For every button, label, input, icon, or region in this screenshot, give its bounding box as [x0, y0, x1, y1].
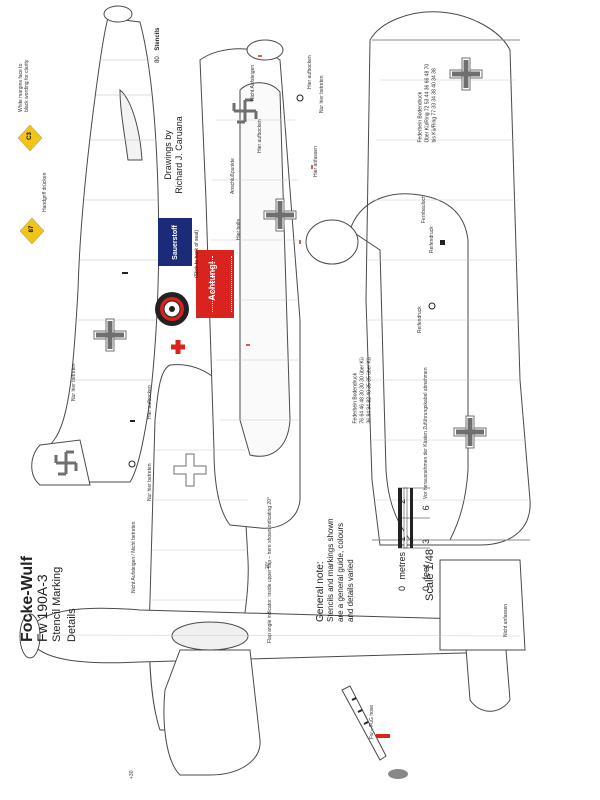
stencil-hier-aufbocken2: Hier aufbocken [257, 119, 263, 153]
title-block: Focke-Wulf Fw 190A-3 Stencil Marking Det… [19, 462, 84, 642]
note-line1: General note: [315, 561, 326, 622]
general-note: General note: Stencils and markings show… [315, 472, 370, 622]
mid-view-spinner [246, 39, 284, 61]
scale-m-0: 0 [397, 585, 407, 591]
fuel-diamond-c3 [17, 124, 43, 152]
federbein-table-2: Federbein Bodendruck Über Kü/Ring 72 53 … [418, 47, 439, 143]
scale-label: Scale 1/48 [424, 549, 436, 601]
credits-block: Drawings by Richard J. Caruana [163, 85, 193, 225]
side-view-fuselage [38, 17, 160, 483]
stencil-nur-hier-betreten3: Nur hier betreten [71, 363, 77, 401]
stencil-nicht-anfassen: Nicht anfassen [503, 603, 509, 637]
title-line1: Focke-Wulf [19, 556, 36, 642]
tail-marking-side [54, 450, 78, 476]
scale-m-2: 2 [397, 498, 407, 504]
tail-marking-mid [232, 98, 258, 124]
small-black-stencils [122, 94, 445, 468]
sauerstoff-text: Sauerstoff [171, 224, 179, 260]
stencil-nur-hier-betreten2: Nur hier betreten [147, 463, 153, 501]
wheel-roundel [155, 292, 189, 326]
balkenkreuz-markings [93, 57, 487, 487]
cross-top-wing-outline [173, 453, 207, 487]
prop-blade-detail [341, 685, 408, 779]
fb2-row2: bis Kü/Ring 77 33 34 38 40 34 38 [431, 68, 438, 143]
sauerstoff-placard: Sauerstoff [158, 218, 192, 266]
stencil-handgriff: Handgriff drücken [42, 172, 48, 212]
first-aid-cross [171, 340, 185, 354]
stencil-hier-aufbocken: Hier aufbocken [307, 55, 313, 89]
fb1-row2: 36 84 94 82 40 35 35 über Kü [366, 357, 373, 424]
stencil-anschlusspunkte: Anschlußpunkte [230, 158, 236, 194]
credits-line2: Richard J. Caruana [174, 116, 184, 194]
fb2-title: Federbein Bodendruck [417, 91, 424, 143]
stencil-nicht-aufsteigen-nicht-betreten: Nicht Aufsteigen / Nicht betreten [131, 521, 137, 593]
fuel-badge-c3: C3 [27, 132, 33, 140]
scale-unit-metres: metres [397, 551, 407, 580]
panel-lines [59, 79, 528, 637]
scale-bars [398, 487, 430, 549]
stencil-reifendruck2: Reifendruck [417, 306, 423, 333]
cross-mid [263, 198, 297, 232]
fb1-row1: 76 64 46 48 30 30 30 über Kü [359, 357, 366, 424]
fuel-triangles [17, 124, 45, 245]
note-line3: are a general guide, colours [336, 522, 345, 622]
under-view-wing [365, 11, 531, 546]
stick-to-seat-note: (Stick to back of seat) [194, 229, 200, 278]
fb1-title: Federbein Bodendruck [352, 372, 359, 424]
stencil-30-deg: +30 [129, 770, 135, 779]
scale-m-1: 1 [397, 536, 407, 542]
note-line4: and details varied [346, 559, 355, 622]
under-view-fuselage [349, 193, 469, 541]
credits-line1: Drawings by [163, 130, 173, 180]
stencil-20-deg: 20° [265, 561, 271, 569]
canopy-top [171, 621, 249, 651]
under-view-tailplane [439, 559, 526, 651]
spinner-top [19, 613, 41, 659]
title-line2: Fw 190A-3 [34, 574, 50, 642]
fuel-badge-87: 87 [29, 225, 35, 233]
stencil-nicht-aufsteigen: Nicht Aufsteigen [250, 64, 256, 101]
scale-metres-row: 0 metres 1 2 [397, 491, 407, 591]
note-line2: Stencils and markings shown [326, 518, 335, 622]
title-line3: Stencil Marking [51, 566, 63, 642]
under-view-cowl [305, 219, 359, 265]
cross-under-bottom [453, 415, 487, 449]
stencil-fernbauloch: Fernbauloch [421, 195, 427, 223]
fb2-row1: Über Kü/Ring 72 53 44 36 66 48 70 [424, 63, 431, 143]
top-view-wing-right [163, 649, 261, 776]
tail-markings [54, 98, 258, 476]
title-line4: Details [66, 608, 78, 642]
stencil-reifendruck: Reifendruck [429, 226, 435, 253]
fuel-diamond-87 [19, 217, 45, 245]
stencil-nur-hier-betreten: Nur hier betreten [319, 75, 325, 113]
red-stencil-marks [246, 55, 313, 346]
stencil-hier-aufbocken3: Hier aufbocken [147, 385, 153, 419]
scale-ft-2: 6 [421, 505, 431, 511]
stencil-hier-anfassen: Hier anfassen [313, 146, 319, 177]
federbein-table-1: Federbein Bodendruck 76 64 46 48 30 30 3… [352, 334, 374, 424]
stencil-fw-hose: Fw – FuG hose [369, 704, 375, 739]
cross-under-top [449, 57, 483, 91]
stencil-hier-bolts: Hier bolts [236, 218, 242, 240]
drawing-outlines [19, 5, 531, 776]
stencil-white-margin: White margins face to black wording for … [18, 59, 30, 112]
stencil-flap-angle: Flap angle indicator: inside upper flap … [267, 497, 273, 643]
achtung-placard: Achtung! [196, 250, 234, 318]
canopy-side [119, 88, 143, 161]
cross-side [93, 318, 127, 352]
spinner-side [103, 5, 133, 23]
stencil-vor-herausnehmen: Vor herausnehmen der Kästen Zuführungska… [423, 367, 429, 499]
